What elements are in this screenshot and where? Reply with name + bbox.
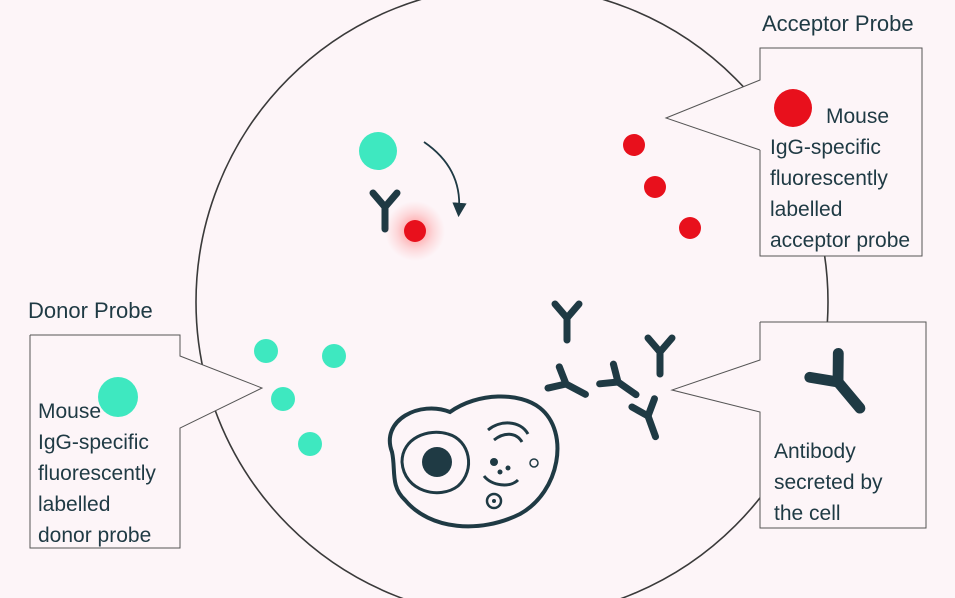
acceptor-probe-bound (404, 220, 426, 242)
acceptor-probe (623, 134, 645, 156)
acceptor-probe (644, 176, 666, 198)
donor-probe-bound (359, 132, 397, 170)
donor-line: Mouse (38, 400, 102, 423)
acceptor-probe (679, 217, 701, 239)
cell-icon (387, 394, 560, 529)
donor-line: fluorescently (38, 462, 156, 485)
donor-probe (322, 344, 346, 368)
acceptor-line: acceptor probe (770, 229, 911, 252)
antibody-line: Antibody (774, 440, 856, 463)
antibody-icon (555, 304, 579, 340)
acceptor-legend-dot (774, 89, 812, 127)
droplet-circle (195, 0, 829, 598)
donor-line: IgG-specific (38, 431, 149, 454)
donor-probe (254, 339, 278, 363)
donor-line: donor probe (38, 524, 152, 547)
donor-line: labelled (38, 493, 111, 516)
curved-arrow-icon (423, 141, 467, 218)
acceptor-line: labelled (770, 198, 843, 221)
antibody-icon (648, 338, 672, 374)
donor-callout-box (29, 334, 264, 549)
donor-probe-title: Donor Probe (28, 298, 153, 323)
acceptor-probe-title: Acceptor Probe (762, 11, 914, 36)
acceptor-line: fluorescently (770, 167, 888, 190)
antibody-line: the cell (774, 502, 841, 525)
antibody-icon (548, 367, 591, 405)
acceptor-line: Mouse (826, 105, 890, 128)
donor-legend-dot (98, 377, 138, 417)
nucleus-icon (400, 430, 470, 495)
antibody-icon (600, 364, 643, 404)
acceptor-callout-box (664, 47, 923, 257)
donor-probe (271, 387, 295, 411)
antibody-callout-box (670, 321, 927, 529)
antibody-line: secreted by (774, 471, 883, 494)
acceptor-line: IgG-specific (770, 136, 881, 159)
antibody-icon (632, 399, 667, 441)
donor-probe (298, 432, 322, 456)
